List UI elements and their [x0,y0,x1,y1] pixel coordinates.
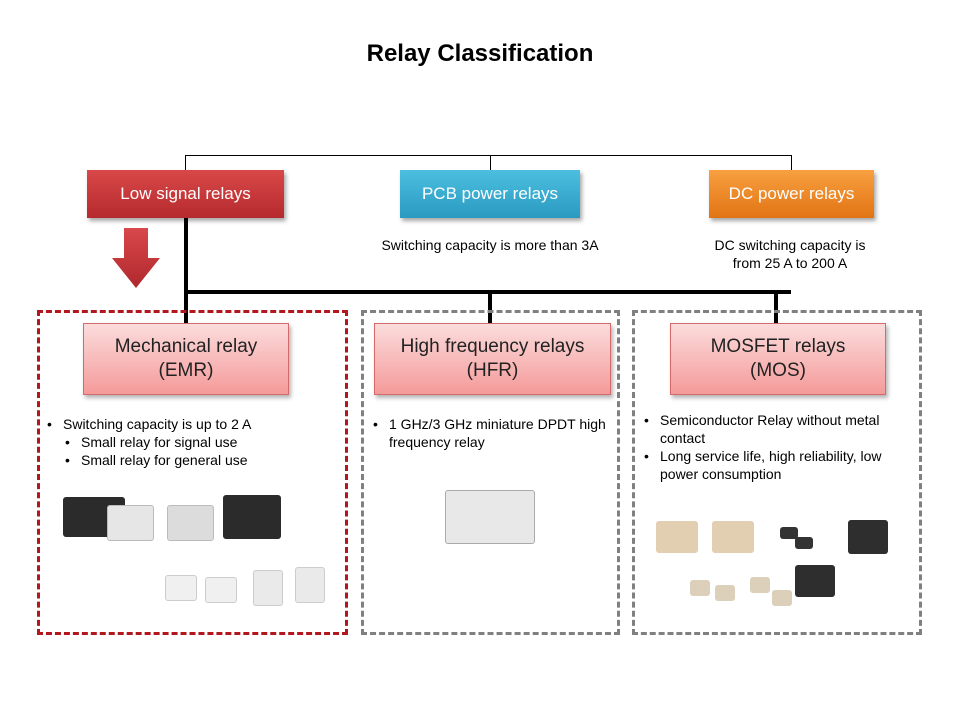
subtype-mosfet-relays: MOSFET relays (MOS) [670,323,886,395]
subtype-abbr: (HFR) [466,360,519,381]
mos-bullets: Semiconductor Relay without metal contac… [642,411,917,483]
high-frequency-relay-photo [445,490,535,555]
emr-bullets: Switching capacity is up to 2 A Small re… [45,415,345,469]
top-connector-right [791,155,792,170]
mos-stem [774,290,778,325]
sub-bullet: Small relay for signal use [63,433,345,451]
low-signal-stem [184,218,188,323]
subtype-connector-horizontal [184,290,791,294]
dc-note: DC switching capacity is from 25 A to 20… [690,236,890,272]
group-mosfet-relays [632,310,922,635]
hfr-bullets: 1 GHz/3 GHz miniature DPDT high frequenc… [371,415,611,451]
subtype-mechanical-relay: Mechanical relay (EMR) [83,323,289,395]
page-title: Relay Classification [366,40,594,67]
dc-note-line: from 25 A to 200 A [732,255,848,271]
bullet: Long service life, high reliability, low… [642,447,917,483]
group-mechanical-relay [37,310,348,635]
subtype-name: MOSFET relays [710,336,846,357]
category-label: PCB power relays [421,184,559,203]
mechanical-relay-products-photo [55,485,335,615]
group-high-frequency-relays [361,310,620,635]
bullet: 1 GHz/3 GHz miniature DPDT high frequenc… [371,415,611,451]
category-label: Low signal relays [120,184,251,203]
subtype-abbr: (MOS) [750,360,806,381]
category-dc-power-relays: DC power relays [709,170,874,218]
pcb-note: Switching capacity is more than 3A [381,237,599,253]
category-label: DC power relays [728,184,855,203]
subtype-name: Mechanical relay [114,336,258,357]
subtype-name: High frequency relays [400,336,585,357]
sub-bullet: Small relay for general use [63,451,345,469]
bullet: Semiconductor Relay without metal contac… [642,411,917,447]
top-connector-center [490,155,491,170]
mosfet-relay-products-photo [650,515,900,615]
dc-note-line: DC switching capacity is [714,237,866,253]
hfr-stem [488,290,492,323]
arrow-down-icon [112,228,160,288]
subtype-abbr: (EMR) [158,360,214,381]
category-pcb-power-relays: PCB power relays [400,170,580,218]
subtype-high-frequency-relays: High frequency relays (HFR) [374,323,611,395]
top-connector-left [185,155,186,170]
bullet: Switching capacity is up to 2 A [45,415,345,433]
category-low-signal-relays: Low signal relays [87,170,284,218]
top-connector-horizontal [185,155,792,156]
